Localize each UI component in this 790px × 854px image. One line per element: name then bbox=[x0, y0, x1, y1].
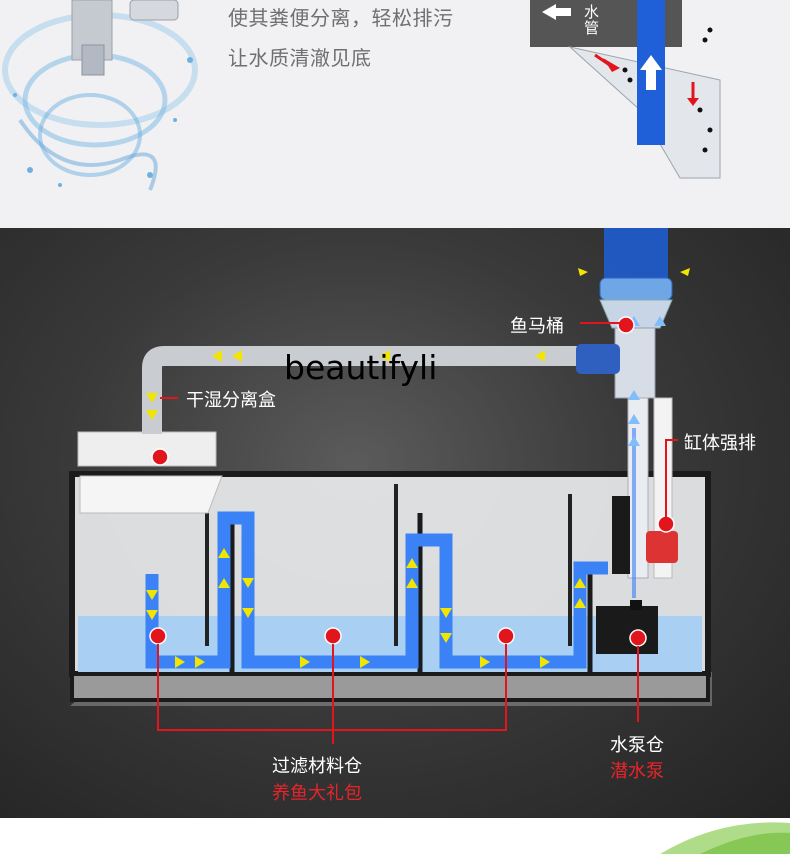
drain-valve bbox=[646, 531, 678, 563]
top-illustration bbox=[2, 0, 721, 191]
dry-wet-box-top bbox=[77, 431, 217, 467]
caption-line-1: 使其粪便分离，轻松排污 bbox=[228, 6, 454, 30]
label-filter-chamber: 过滤材料仓 bbox=[272, 756, 362, 777]
pipe-label-char-2: 管 bbox=[584, 19, 600, 37]
bottom-panel bbox=[0, 818, 790, 854]
caption-line-2: 让水质清澈见底 bbox=[228, 46, 372, 70]
aquarium-diagram-panel: beautifyli 鱼马桶 干湿分离盒 缸体强排 过滤材料仓 养鱼大礼包 水泵… bbox=[0, 228, 790, 818]
aquarium-diagram bbox=[69, 228, 712, 744]
baffles bbox=[205, 484, 572, 646]
submersible-pump bbox=[596, 606, 658, 654]
pipe-label: 水 管 bbox=[584, 4, 599, 36]
water-flow-path bbox=[145, 511, 608, 669]
top-explainer-panel: 使其粪便分离，轻松排污 让水质清澈见底 水 管 bbox=[0, 0, 790, 228]
pipe-cylinder-graphic bbox=[71, 0, 179, 76]
label-dry-wet-box: 干湿分离盒 bbox=[186, 390, 276, 411]
pipe-label-char-1: 水 bbox=[584, 3, 600, 21]
label-submersible-pump: 潜水泵 bbox=[610, 761, 664, 782]
leader-lines bbox=[157, 322, 678, 744]
dry-wet-box bbox=[79, 475, 223, 514]
flow-arrows bbox=[146, 268, 690, 668]
pipe-diagram bbox=[530, 0, 721, 179]
label-fish-toilet: 鱼马桶 bbox=[510, 316, 564, 337]
level-indicator bbox=[612, 496, 630, 574]
label-filter-gift: 养鱼大礼包 bbox=[272, 783, 362, 804]
label-pump-chamber: 水泵仓 bbox=[610, 735, 664, 756]
label-tank-drain: 缸体强排 bbox=[684, 433, 756, 454]
overhead-pipe bbox=[142, 346, 600, 434]
label-markers bbox=[149, 316, 675, 647]
watermark: beautifyli bbox=[284, 348, 438, 387]
tank-base bbox=[70, 672, 710, 702]
bottom-decoration bbox=[660, 822, 790, 854]
